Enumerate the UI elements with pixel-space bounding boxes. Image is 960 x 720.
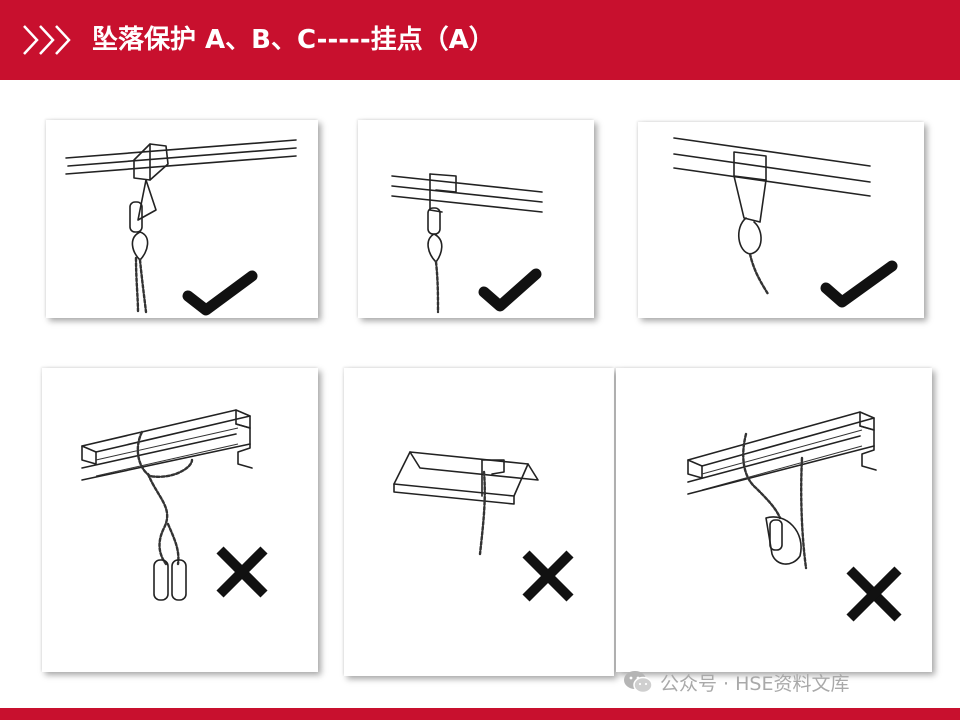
- wechat-icon: [622, 668, 654, 696]
- check-mark-icon: [826, 266, 892, 302]
- triple-chevron-right-icon: [20, 22, 76, 58]
- anchor-panel-incorrect-1: [42, 368, 318, 672]
- angle-iron-clamp-illustration: [344, 368, 614, 676]
- rope-wrap-ibeam-illustration: [42, 368, 318, 672]
- beam-clamp-anchor-illustration: [358, 120, 594, 318]
- anchor-panel-correct-1: [46, 120, 318, 318]
- watermark: 公众号 · HSE资料文库: [622, 666, 849, 698]
- anchor-panel-correct-2: [358, 120, 594, 318]
- footer-bar: [0, 708, 960, 720]
- anchor-panel-correct-3: [638, 122, 924, 318]
- cross-mark-icon: [850, 570, 898, 618]
- anchor-panel-incorrect-2: [344, 368, 614, 676]
- cross-mark-icon: [526, 554, 570, 598]
- sling-anchor-illustration: [638, 122, 924, 318]
- check-mark-icon: [188, 276, 252, 310]
- rope-over-ibeam-illustration: [616, 368, 932, 672]
- cross-mark-icon: [220, 550, 264, 594]
- anchor-panel-incorrect-3: [616, 368, 932, 672]
- check-mark-icon: [484, 274, 536, 306]
- header-bar: 坠落保护 A、B、C-----挂点（A）: [0, 0, 960, 80]
- watermark-text: 公众号 · HSE资料文库: [660, 669, 849, 696]
- page-title: 坠落保护 A、B、C-----挂点（A）: [92, 20, 495, 60]
- beam-strap-anchor-illustration: [46, 120, 318, 318]
